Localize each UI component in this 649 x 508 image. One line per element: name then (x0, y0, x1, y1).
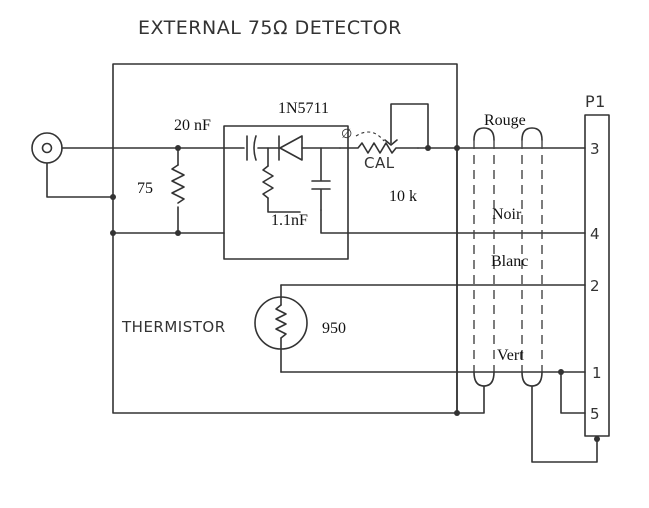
vert-to-pin5-wire (560, 371, 586, 414)
pot-junction-dot (425, 145, 431, 151)
diode-symbol (278, 135, 341, 161)
pin5-loop-wire (531, 385, 598, 463)
thermistor-label: THERMISTOR (121, 318, 226, 336)
p1-pin-5: 5 (590, 405, 600, 423)
ground-rail-dot-left (110, 230, 116, 236)
wire-label-blanc: Blanc (491, 253, 528, 270)
shield-ground-wire (456, 385, 485, 414)
connector-ground-wire (46, 162, 114, 198)
p1-pin-3: 3 (590, 140, 600, 158)
input-capacitor-symbol (246, 135, 279, 161)
input-resistor-label: 75 (137, 180, 153, 197)
ground-rail-dot-mid (175, 230, 181, 236)
p1-label: P1 (585, 92, 606, 111)
wire-label-vert: Vert (497, 347, 524, 364)
vert-junction-dot (558, 369, 564, 375)
wire-label-noir: Noir (492, 206, 522, 223)
p1-pin-4: 4 (590, 225, 600, 243)
noir-signal-wire (320, 209, 586, 234)
ground-rail-dot-conn (110, 194, 116, 200)
p1-connector-block (584, 114, 610, 437)
p1-pin5-dot (594, 436, 600, 442)
bypass-capacitor-label: 1.1nF (271, 212, 308, 229)
p1-pin-1: 1 (592, 364, 602, 382)
diagram-title: EXTERNAL 75Ω DETECTOR (138, 17, 402, 39)
detector-module-box (223, 125, 349, 260)
thermistor-symbol (254, 284, 308, 373)
pot-zero-mark: ∅ (341, 127, 353, 142)
input-resistor-75 (171, 145, 185, 234)
diode-label: 1N5711 (278, 100, 329, 117)
input-capacitor-label: 20 nF (174, 117, 211, 134)
bnc-input-connector (31, 132, 63, 164)
pot-value-label: 10 k (389, 188, 417, 205)
cal-potentiometer (339, 103, 586, 154)
module-internal-resistor (262, 147, 301, 213)
pot-cal-label: CAL (364, 154, 395, 172)
bypass-capacitor-symbol (311, 147, 331, 211)
p1-pin-2: 2 (590, 277, 600, 295)
wire-label-rouge: Rouge (484, 112, 526, 129)
thermistor-value: 950 (322, 320, 346, 337)
